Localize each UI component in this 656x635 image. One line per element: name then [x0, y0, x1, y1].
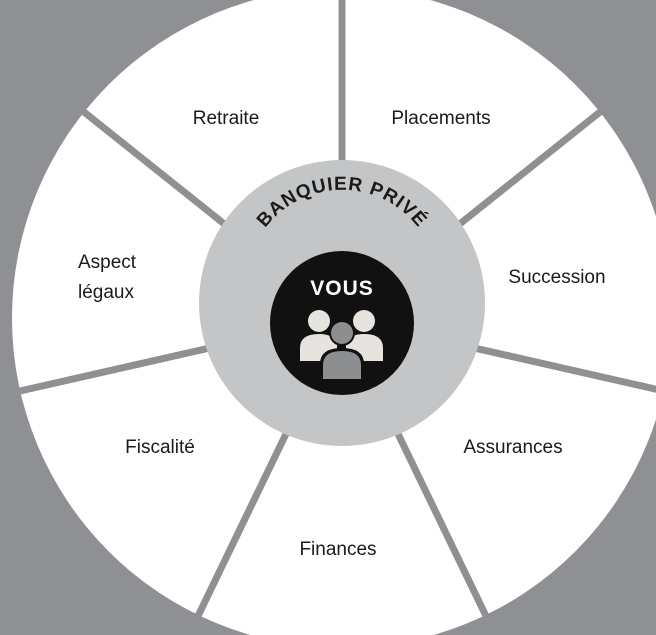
people-group-icon: [300, 310, 383, 382]
segment-label-assurances: Assurances: [463, 437, 562, 458]
segment-label-retraite: Retraite: [193, 108, 260, 129]
segment-label-finances: Finances: [299, 539, 376, 560]
core-label: VOUS: [310, 277, 374, 300]
segment-label-succession: Succession: [508, 267, 605, 288]
segment-label-fiscalite: Fiscalité: [125, 437, 195, 458]
segment-label-placements: Placements: [391, 108, 490, 129]
wheel-dividers: [19, 0, 656, 618]
segment-label-aspect-line1: Aspect: [78, 252, 137, 273]
segment-label-aspect-line2: légaux: [78, 282, 134, 303]
